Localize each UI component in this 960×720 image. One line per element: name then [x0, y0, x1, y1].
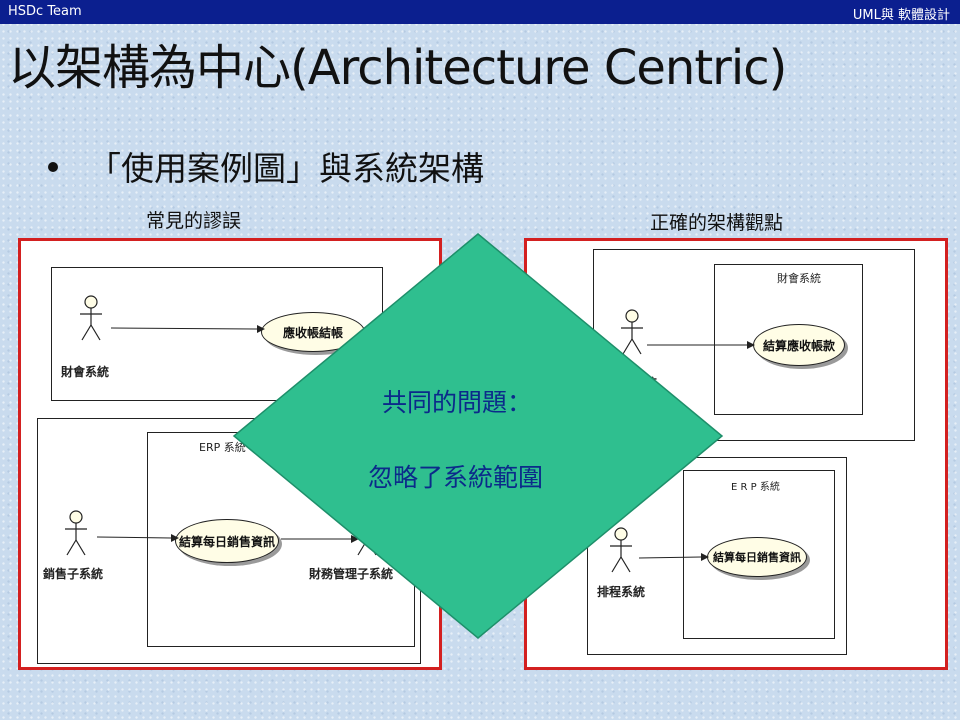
actor-schedule-icon	[610, 527, 632, 573]
actor-schedule-label: 排程系統	[597, 585, 646, 599]
bullet-text: 「使用案例圖」與系統架構	[88, 149, 484, 188]
usecase-daily-sales-right: 結算每日銷售資訊	[707, 537, 807, 577]
diamond-shape	[232, 233, 724, 639]
header-team: HSDc Team	[8, 4, 82, 19]
actor-fin-mgmt-label: 財務管理子系統	[309, 567, 394, 581]
header-bar: HSDc Team UML與 軟體設計	[0, 0, 960, 24]
usecase-daily-sales: 結算每日銷售資訊	[175, 519, 279, 563]
finance-system-label: 財會系統	[777, 272, 821, 285]
bullet-icon	[48, 162, 58, 172]
actor-finance-icon	[80, 295, 102, 341]
label-common-fallacy: 常見的謬誤	[146, 210, 242, 232]
page-title: 以架構為中心(Architecture Centric)	[8, 40, 787, 96]
diamond-line1: 共同的問題：	[382, 388, 533, 417]
erp-label-right: E R P 系統	[731, 482, 780, 493]
diamond-line2: 忽略了系統範圍	[368, 463, 544, 492]
erp-label: ERP 系統	[199, 441, 246, 454]
actor-partial-icon	[621, 309, 643, 355]
label-correct-view: 正確的架構觀點	[650, 212, 784, 234]
actor-finance-label: 財會系統	[61, 365, 110, 379]
actor-sales-label: 銷售子系統	[43, 567, 104, 581]
usecase-settle-receivable: 結算應收帳款	[753, 324, 845, 366]
header-course: UML與 軟體設計	[852, 8, 950, 23]
actor-sales-icon	[65, 510, 87, 556]
